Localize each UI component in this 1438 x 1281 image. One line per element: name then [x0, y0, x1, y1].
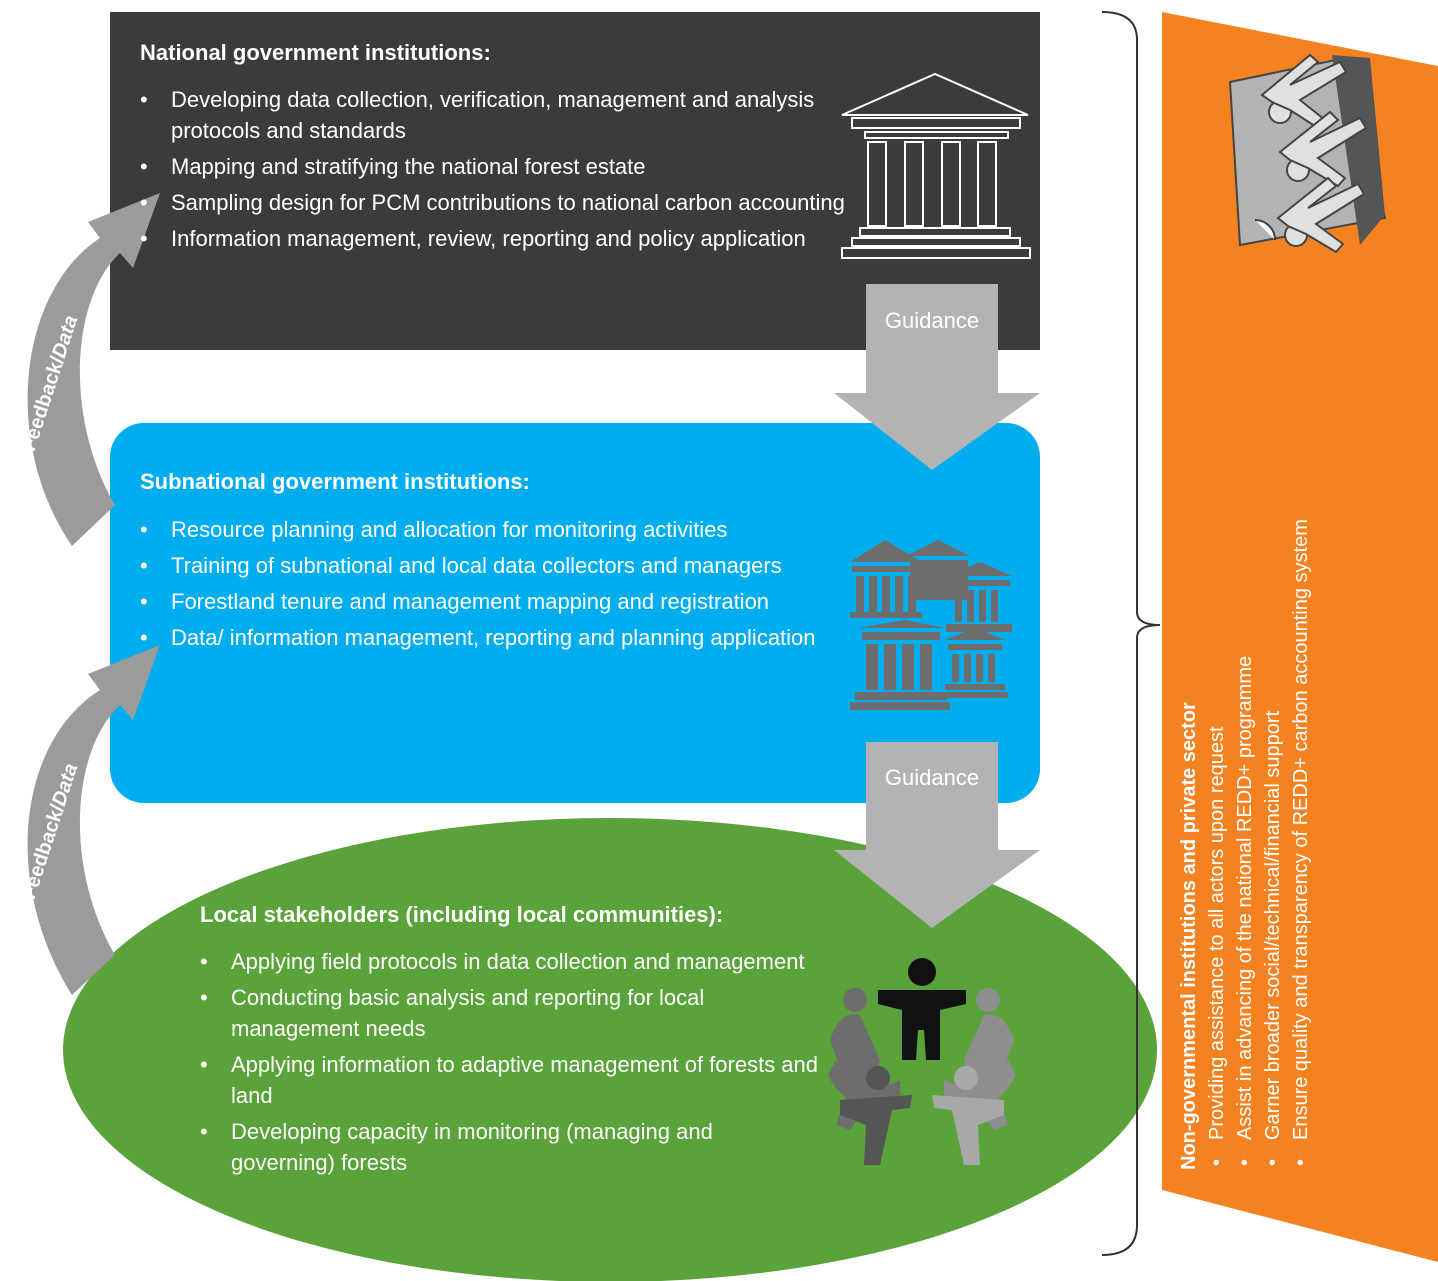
guidance-label-bottom: Guidance	[884, 765, 980, 790]
ngo-text: Non-governmental institutions and privat…	[1175, 519, 1315, 1170]
feedback-arrow-upper	[27, 193, 160, 546]
list-item: Training of subnational and local data c…	[140, 550, 860, 581]
guidance-label-top: Guidance	[884, 308, 980, 333]
subnational-title: Subnational government institutions:	[140, 469, 530, 494]
list-item: Sampling design for PCM contributions to…	[140, 187, 860, 218]
list-item: Mapping and stratifying the national for…	[140, 151, 860, 182]
national-list: Developing data collection, verification…	[140, 84, 860, 259]
people-group-icon	[1228, 53, 1387, 254]
list-item: Information management, review, reportin…	[140, 223, 860, 254]
list-item: Data/ information management, reporting …	[140, 622, 860, 653]
building-icon	[841, 72, 1031, 259]
local-list: Applying field protocols in data collect…	[200, 946, 820, 1183]
list-item: Developing data collection, verification…	[140, 84, 860, 146]
bracket	[1101, 11, 1161, 1256]
ngo-title: Non-governmental institutions and privat…	[1178, 702, 1200, 1170]
list-item: Providing assistance to all actors upon …	[1203, 519, 1231, 1170]
list-item: Applying field protocols in data collect…	[200, 946, 820, 977]
people-circle-icon	[828, 958, 1016, 1165]
list-item: Applying information to adaptive managem…	[200, 1049, 820, 1111]
list-item: Forestland tenure and management mapping…	[140, 586, 860, 617]
feedback-arrow-lower	[27, 645, 160, 995]
list-item: Conducting basic analysis and reporting …	[200, 982, 820, 1044]
subnational-list: Resource planning and allocation for mon…	[140, 514, 860, 658]
list-item: Ensure quality and transparency of REDD+…	[1287, 519, 1315, 1170]
list-item: Assist in advancing of the national REDD…	[1231, 519, 1259, 1170]
ngo-list: Providing assistance to all actors upon …	[1203, 519, 1315, 1170]
guidance-arrow-bottom	[834, 742, 1040, 928]
local-title: Local stakeholders (including local comm…	[200, 902, 724, 927]
national-title: National government institutions:	[140, 40, 491, 65]
guidance-arrow-top	[834, 284, 1040, 470]
buildings-cluster-icon	[850, 540, 1012, 710]
list-item: Resource planning and allocation for mon…	[140, 514, 860, 545]
list-item: Garner broader social/technical/financia…	[1259, 519, 1287, 1170]
list-item: Developing capacity in monitoring (manag…	[200, 1116, 820, 1178]
